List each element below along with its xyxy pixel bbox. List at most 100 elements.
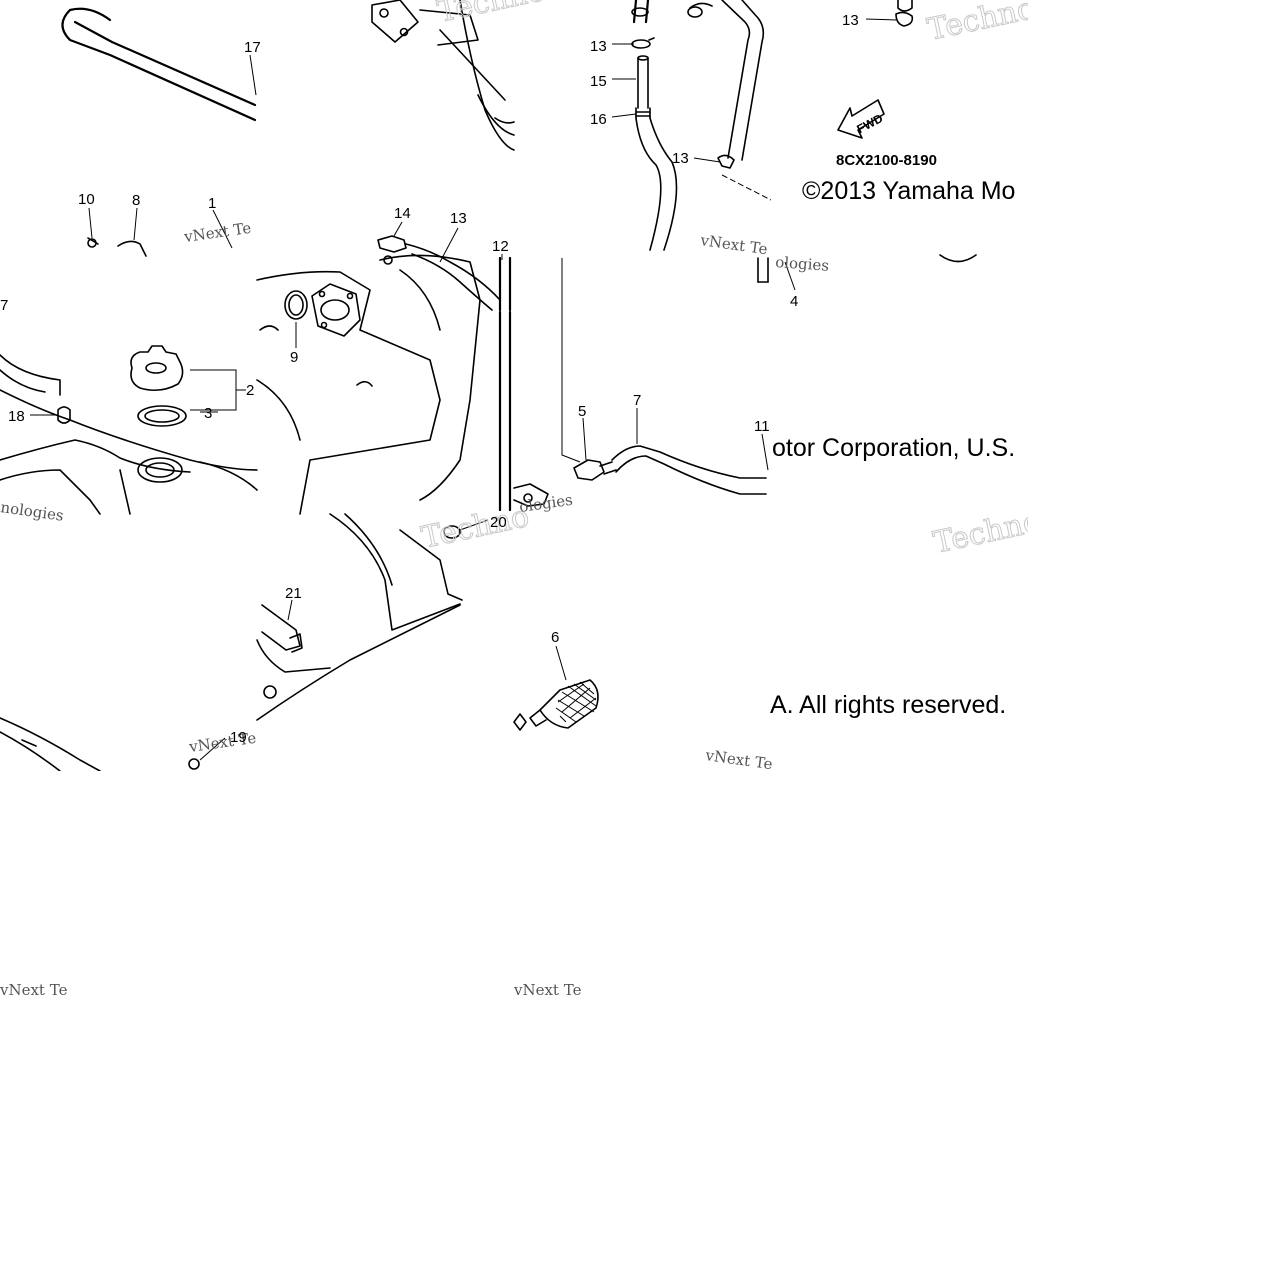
- clip-18: [57, 406, 71, 424]
- fwd-arrow: [837, 99, 885, 139]
- bracket-8: [117, 240, 147, 257]
- fuel-cock-plate: [371, 0, 479, 46]
- hose-long: [687, 0, 765, 161]
- callout-15: 15: [590, 73, 607, 90]
- gasket-3: [137, 405, 187, 427]
- bolt-19: [188, 758, 200, 770]
- copyright-fragment-3: A. All rights reserved.: [770, 691, 1006, 719]
- hose-7b: [611, 445, 767, 495]
- leader-11: [761, 433, 769, 471]
- fitting-row2: [513, 483, 549, 507]
- clamp-13c: [895, 0, 914, 27]
- callout-17: 17: [244, 39, 261, 56]
- callout-8: 8: [132, 192, 140, 209]
- watermark-techno-4: Techno: [418, 499, 532, 556]
- callout-14: 14: [394, 205, 411, 222]
- fitting-row3: [513, 713, 527, 731]
- callout-19: 19: [230, 729, 247, 746]
- callout-13a: 13: [590, 38, 607, 55]
- callout-18: 18: [8, 408, 25, 425]
- fuel-cap-2: [130, 345, 184, 392]
- pipe-15: [637, 55, 649, 109]
- fuel-tank-left: [0, 354, 258, 515]
- leader-21: [287, 599, 293, 621]
- gasket-9: [284, 290, 308, 320]
- tank-rear-body: [439, 0, 515, 151]
- lower-watermark-fragments: vNext Te vNext Te: [0, 981, 582, 999]
- callout-16: 16: [590, 111, 607, 128]
- fitting-5: [573, 459, 617, 481]
- hose-4: [757, 254, 977, 283]
- tank-edge-lower: [0, 717, 101, 772]
- dash-line: [721, 174, 772, 201]
- clamp-13a: [631, 37, 655, 49]
- leader-bracket-2-3: [190, 369, 237, 411]
- copyright-fragment-2: otor Corporation, U.S.: [772, 434, 1015, 462]
- watermark-techno-1: Techno: [924, 0, 1038, 48]
- callout-13b: 13: [672, 150, 689, 167]
- watermark-nologies-1: nologies: [0, 498, 65, 525]
- callout-10: 10: [78, 191, 95, 208]
- rod-12: [498, 256, 512, 512]
- watermark-techno-3: Techno: [930, 504, 1044, 561]
- callout-4: 4: [790, 293, 798, 310]
- callout-13c: 13: [842, 12, 859, 29]
- leader-8: [133, 207, 138, 241]
- watermarks: Techno Techno Techno Techno vNext Te vNe…: [0, 0, 1045, 773]
- watermark-techno-2: Techno: [434, 0, 548, 30]
- callout-11: 11: [754, 418, 770, 435]
- leader-1: [212, 209, 233, 249]
- hose-13-row2: [405, 243, 501, 311]
- leader-4: [784, 261, 796, 291]
- leader-5: [582, 417, 587, 461]
- callout-6: 6: [551, 629, 559, 646]
- hose-upper: [631, 0, 650, 24]
- leader-13b: [693, 157, 721, 163]
- rod-part: [61, 7, 257, 122]
- bolt-10: [87, 237, 99, 248]
- fuel-filter-6: [529, 679, 599, 729]
- fitting-14: [377, 235, 407, 265]
- callout-12: 12: [492, 238, 509, 255]
- callout-3: 3: [204, 405, 212, 422]
- leader-6: [555, 645, 567, 681]
- watermark-ologies-1: ologies: [775, 253, 830, 275]
- callout-5: 5: [578, 403, 586, 420]
- copyright-fragment-1: ©2013 Yamaha Mo: [802, 177, 1015, 205]
- callout-9: 9: [290, 349, 298, 366]
- fuel-gauge-plate: [311, 283, 361, 337]
- clamp-13b: [717, 154, 735, 169]
- leader-13d: [439, 227, 459, 263]
- tank-side: [256, 254, 481, 515]
- fwd-label: FWD: [854, 111, 885, 136]
- leader-10: [88, 207, 93, 239]
- callout-2: 2: [246, 382, 254, 399]
- callout-7b: 7: [633, 392, 641, 409]
- leader-17: [249, 54, 257, 96]
- leader-14: [393, 221, 403, 237]
- watermark-vnext-2: vNext Te: [698, 231, 768, 258]
- vertical-leader-5: [561, 258, 581, 463]
- leader-20: [459, 519, 489, 531]
- leader-19: [199, 737, 226, 761]
- damper-20: [443, 525, 461, 539]
- callout-20: 20: [490, 514, 507, 531]
- callout-1: 1: [208, 195, 216, 212]
- leader-13c: [865, 18, 897, 21]
- callout-21: 21: [285, 585, 302, 602]
- watermark-vnext-1: vNext Te: [182, 219, 252, 246]
- callout-13d: 13: [450, 210, 467, 227]
- damper-21: [261, 604, 303, 653]
- watermark-vnext-3: vNext Te: [187, 729, 257, 756]
- part-code: 8CX2100-8190: [836, 152, 937, 169]
- watermark-fragment-ex-2: vNext Te: [513, 981, 582, 999]
- leader-16: [611, 113, 637, 118]
- callout-labels: 1 2 3 4 5 6 7 7 8 9 10 11 12 13 13 13 13…: [0, 12, 859, 746]
- watermark-fragment-ex-1: vNext Te: [0, 981, 68, 999]
- tank-bottom: [256, 513, 463, 721]
- hose-16: [635, 107, 678, 251]
- watermark-vnext-4: vNext Te: [703, 746, 773, 773]
